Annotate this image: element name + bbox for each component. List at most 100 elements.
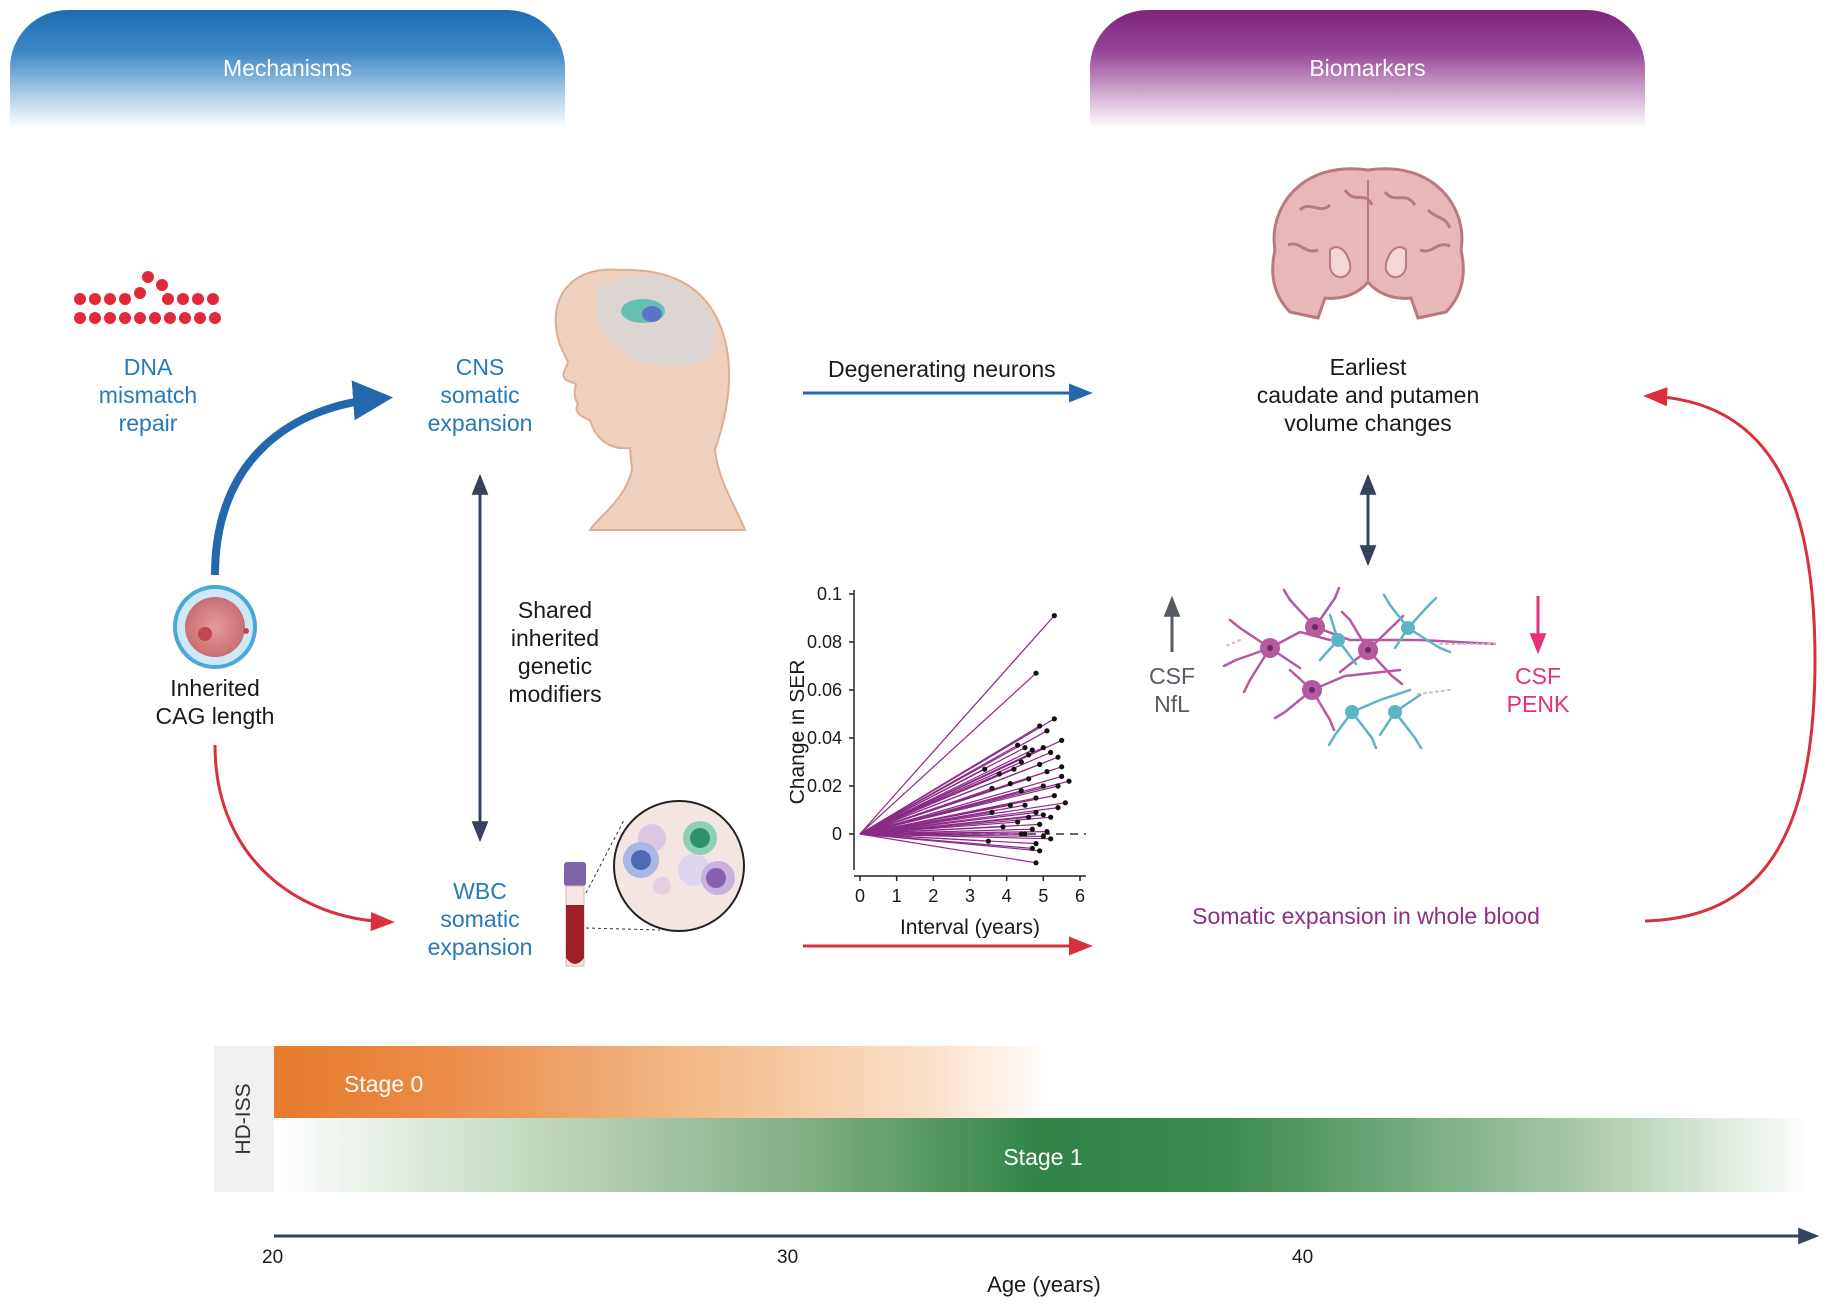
data-point xyxy=(1022,802,1028,808)
csf-nfl-line-1: CSF xyxy=(1149,663,1195,689)
shared-modifiers-line-3: genetic xyxy=(517,653,593,680)
data-point xyxy=(1044,829,1050,835)
wbc-expansion-line-3: expansion xyxy=(427,934,533,961)
biomarkers-header: Biomarkers xyxy=(1090,10,1645,128)
stage-0-label: Stage 0 xyxy=(344,1071,424,1097)
x-axis-label: Interval (years) xyxy=(900,916,1040,938)
stage-1-label: Stage 1 xyxy=(1003,1144,1083,1170)
data-point xyxy=(1007,802,1013,808)
cns-expansion-line-3: expansion xyxy=(427,410,533,437)
x-tick-label: 6 xyxy=(1075,886,1085,906)
data-point xyxy=(1033,841,1039,847)
data-point xyxy=(1037,761,1043,767)
x-tick-label: 4 xyxy=(1002,886,1012,906)
data-point xyxy=(1022,745,1028,751)
cns-expansion-line-2: somatic xyxy=(440,382,520,409)
shared-modifiers-line-4: modifiers xyxy=(508,681,602,708)
data-point xyxy=(1033,809,1039,815)
data-point xyxy=(1015,819,1021,825)
data-point xyxy=(1029,845,1035,851)
age-tick-20: 20 xyxy=(262,1247,284,1268)
biomarkers-header-label: Biomarkers xyxy=(1309,55,1426,81)
hdiss-label-box xyxy=(214,1046,274,1192)
x-tick-label: 3 xyxy=(965,886,975,906)
series-line xyxy=(859,833,1044,837)
shared-modifiers-line-1: Shared xyxy=(517,597,593,623)
age-axis-text: Age (years) xyxy=(987,1272,1101,1297)
series-line xyxy=(859,785,1059,835)
data-point xyxy=(1059,773,1065,779)
data-point xyxy=(1062,800,1068,806)
data-point xyxy=(1026,752,1032,758)
mechanisms-header-label: Mechanisms xyxy=(222,55,353,81)
data-point xyxy=(1037,848,1043,854)
series-line xyxy=(859,787,993,835)
data-point xyxy=(989,785,995,791)
x-tick-label: 0 xyxy=(855,886,865,906)
stage-0-bar: Stage 0 xyxy=(274,1046,1054,1118)
series-line xyxy=(859,672,1037,835)
data-point xyxy=(1066,778,1072,784)
x-tick-label: 1 xyxy=(892,886,902,906)
data-point xyxy=(1033,860,1039,866)
brain-icon xyxy=(1271,167,1465,320)
cell-icon xyxy=(173,585,257,669)
earliest-changes-line-1: Earliest xyxy=(1329,354,1407,380)
data-point xyxy=(1055,805,1061,811)
y-tick-label: 0.1 xyxy=(817,584,842,604)
data-point xyxy=(1029,826,1035,832)
mechanisms-header: Mechanisms xyxy=(10,10,565,128)
dna-repair-line-3: repair xyxy=(118,410,178,437)
data-point xyxy=(1055,783,1061,789)
data-point xyxy=(985,838,991,844)
series-line xyxy=(859,768,985,835)
data-point xyxy=(1051,613,1057,619)
earliest-changes-line-2: caudate and putamen xyxy=(1256,382,1480,409)
data-point xyxy=(989,809,995,815)
somatic-blood-text: Somatic expansion in whole blood xyxy=(1192,903,1540,929)
series-line xyxy=(859,790,1022,835)
hdiss-label: HD-ISS xyxy=(232,1083,255,1155)
data-point xyxy=(1040,783,1046,789)
data-point xyxy=(1048,814,1054,820)
blood-cells-magnifier xyxy=(585,800,745,932)
y-axis-label: Change in SER xyxy=(790,660,809,805)
cag-to-wbc-arrow xyxy=(213,744,395,932)
series-line xyxy=(859,811,993,835)
x-tick-label: 2 xyxy=(928,886,938,906)
data-point xyxy=(1015,742,1021,748)
csf-penk-line-2: PENK xyxy=(1506,691,1570,718)
data-point xyxy=(996,771,1002,777)
dna-repair-line-2: mismatch xyxy=(98,382,198,409)
y-tick-label: 0.04 xyxy=(807,728,842,748)
blood-to-brain-return-arrow xyxy=(1643,387,1817,923)
data-point xyxy=(1033,670,1039,676)
data-point xyxy=(1055,754,1061,760)
data-point xyxy=(1040,745,1046,751)
shared-modifiers-line-2: inherited xyxy=(510,625,600,652)
wbc-expansion-line-1: WBC xyxy=(453,878,507,904)
data-point xyxy=(982,766,988,772)
data-point xyxy=(1051,793,1057,799)
data-point xyxy=(1044,769,1050,775)
blood-tube-icon xyxy=(564,862,586,967)
data-point xyxy=(1011,766,1017,772)
y-tick-label: 0.02 xyxy=(807,776,842,796)
head-icon xyxy=(554,268,747,531)
data-point xyxy=(1059,764,1065,770)
neurons-icon xyxy=(1222,586,1497,750)
series-line xyxy=(859,744,1018,835)
inherited-cag-line-2: CAG length xyxy=(155,703,275,730)
x-tick-label: 5 xyxy=(1038,886,1048,906)
csf-nfl-line-2: NfL xyxy=(1154,691,1190,718)
dna-repair-icon xyxy=(74,271,221,324)
data-point xyxy=(1018,759,1024,765)
data-point xyxy=(1037,821,1043,827)
cag-to-cns-arrow xyxy=(211,380,393,576)
age-tick-40: 40 xyxy=(1292,1247,1314,1268)
y-tick-label: 0.08 xyxy=(807,632,842,652)
cns-expansion-line-1: CNS xyxy=(455,354,505,380)
age-tick-30: 30 xyxy=(777,1247,799,1268)
